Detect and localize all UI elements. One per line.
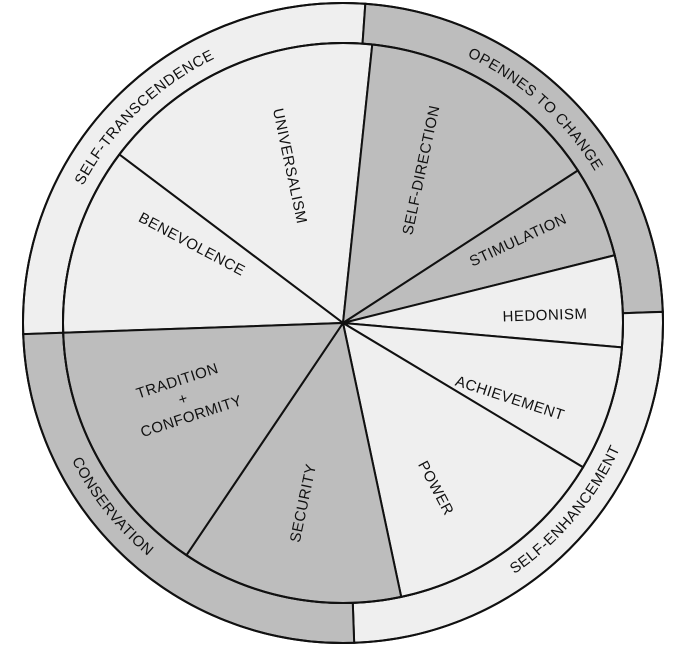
label-hedonism: HEDONISM	[502, 306, 587, 326]
outer-circle-outline	[22, 2, 664, 644]
inner-circle-outline	[62, 42, 624, 604]
